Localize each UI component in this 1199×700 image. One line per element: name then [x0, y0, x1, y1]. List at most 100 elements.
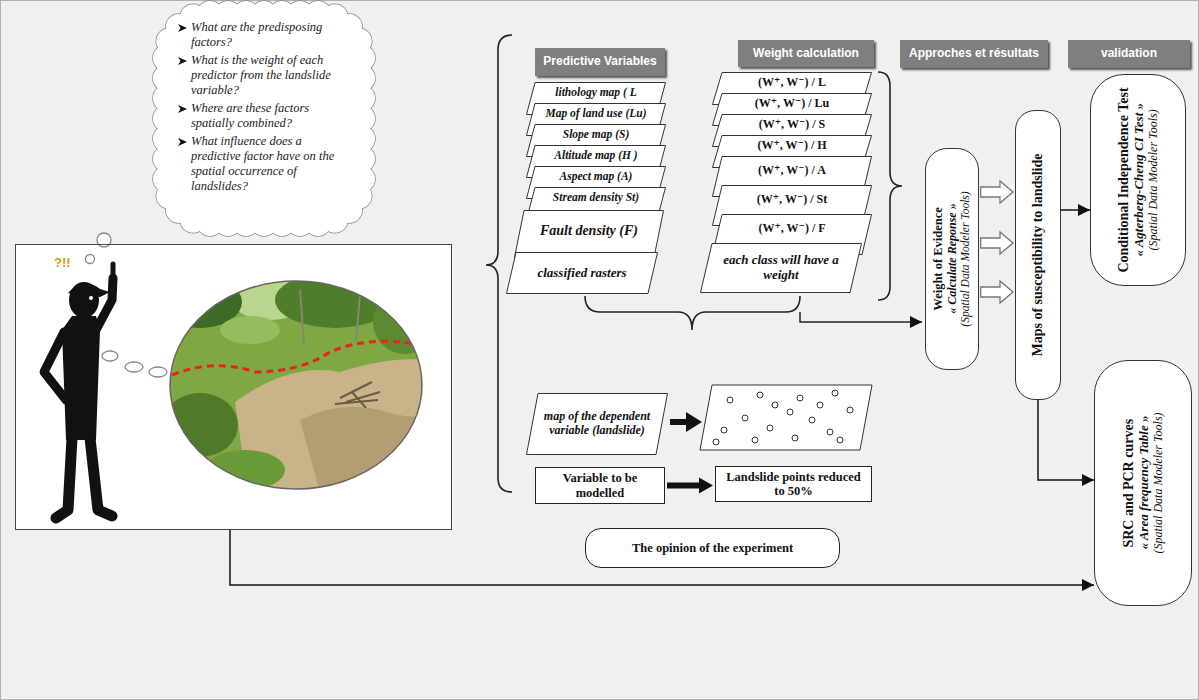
sheet-text-area: map of the dependent variable (landslide…: [526, 393, 668, 455]
sheet-text-area: (W⁺, W⁻) / A: [712, 156, 872, 185]
landslide-point-map-part: [713, 390, 853, 445]
landslide-point-map-part-part: [832, 390, 838, 396]
landslide-photo: [158, 272, 437, 492]
landslide-photo-part-part: [356, 295, 360, 340]
layer-sheet: classified rasters: [506, 252, 658, 294]
process-box: Weight of Evidence« Calculate Reponse »(…: [925, 148, 978, 370]
stick-figure: [44, 264, 113, 518]
landslide-photo-part: [170, 281, 422, 489]
sheet-text-area: (W⁺, W⁻) / Lu: [712, 93, 872, 114]
stick-figure-part: [96, 278, 113, 330]
landslide-point-map-part-part: [767, 425, 773, 431]
sheet-label: Fault density (F): [540, 223, 638, 239]
bracket-part: [585, 296, 800, 330]
sheet-label: Aspect map (A): [560, 170, 633, 183]
bullet-arrow: [178, 57, 187, 65]
sheet-outline: [515, 211, 664, 258]
landslide-photo-part-part: [205, 450, 285, 490]
sheet-text-area: Fault density (F): [514, 210, 664, 252]
landslide-point-map-part-part: [757, 392, 763, 398]
landslide-photo-part-part: [300, 290, 304, 345]
block-arrow: [670, 412, 702, 432]
landslide-point-map-part-part: [742, 415, 748, 421]
question-row: What influence does a predictive factor …: [178, 134, 352, 194]
sheet-label: (W⁺, W⁻) / A: [758, 164, 826, 178]
illustration-box: ?!!: [15, 244, 452, 530]
landslide-point-map: [700, 385, 872, 450]
sheet-label: Map of land use (Lu): [546, 107, 647, 120]
layer-sheet: Fault density (F): [514, 210, 664, 258]
vertical-text: Maps of susceptibility to landslide: [1030, 153, 1046, 356]
landslide-point-map-part-part: [797, 395, 803, 401]
box-label: (Spatial Data Modeler Tools): [959, 191, 972, 326]
box-label: « Calculate Reponse »: [946, 191, 960, 326]
box-label: « Area frequency Table »: [1137, 412, 1152, 553]
landslide-point-map-part-part: [721, 427, 727, 433]
stick-figure-part: [89, 296, 93, 300]
stick-figure-part: [111, 264, 116, 278]
sheet-label: (W⁺, W⁻) / L: [758, 76, 826, 90]
box-label: SRC and PCR curves: [1121, 412, 1137, 553]
thought-cloud: What are the predisposing factors?What i…: [152, 0, 376, 237]
block-arrow: [667, 478, 713, 494]
question-list: What are the predisposing factors?What i…: [178, 20, 352, 197]
landslide-point-map-part-part: [787, 409, 793, 415]
sheet-text-area: Map of land use (Lu): [526, 103, 666, 124]
bracket: [486, 35, 902, 492]
box-label: The opinion of the experiment: [632, 541, 793, 555]
box-label: (Spatial Data Modeler Tools): [1152, 412, 1166, 553]
vertical-text: Conditional Independence Test« Agterberg…: [1116, 87, 1161, 272]
landslide-photo-part-part: [300, 407, 428, 492]
landslide-point-map-part-part: [827, 429, 833, 435]
connector: [1038, 400, 1094, 480]
process-box: Variable to be modelled: [535, 467, 665, 504]
sheet-text-area: classified rasters: [506, 252, 658, 294]
landslide-photo-part-part: [220, 316, 280, 344]
vertical-text: Weight of Evidence« Calculate Reponse »(…: [931, 191, 972, 326]
exclamation-text: ?!!: [54, 256, 71, 269]
landslide-point-map-part-part: [837, 437, 843, 443]
question-text: What influence does a predictive factor …: [191, 134, 352, 194]
data-sheet: map of the dependent variable (landslide…: [526, 393, 668, 455]
sheet-text-area: Aspect map (A): [526, 166, 666, 187]
sheet-label: lithology map ( L: [555, 86, 636, 99]
sheet-label: classified rasters: [537, 266, 626, 281]
bullet-arrow: [178, 23, 188, 33]
sheet-text-area: (W⁺, W⁻) / F: [712, 214, 872, 243]
bullet-arrow: [178, 56, 188, 66]
landslide-point-map-part-part: [772, 402, 778, 408]
landslide-photo-part-part: [162, 393, 238, 457]
thought-bubbles-part: [86, 255, 95, 264]
sheet-text-area: lithology map ( L: [526, 82, 666, 103]
sheet-label: (W⁺, W⁻) / H: [757, 139, 826, 153]
leader-arrow: [800, 312, 922, 322]
hollow-arrow: [981, 181, 1013, 203]
box-label: Weight of Evidence: [931, 191, 945, 326]
sheet-text-area: Slope map (S): [526, 124, 666, 145]
box-label: (Spatial Data Modeler Tools): [1147, 87, 1161, 272]
bullet-arrow: [178, 24, 187, 32]
section-header: validation: [1068, 40, 1190, 68]
process-box: Maps of susceptibility to landslide: [1015, 110, 1061, 400]
process-box: SRC and PCR curves« Area frequency Table…: [1094, 360, 1192, 606]
sheet-label: each class will have a weight: [717, 253, 845, 283]
process-box: The opinion of the experiment: [585, 528, 840, 568]
question-text: What is the weight of each predictor fro…: [191, 53, 352, 98]
landslide-point-map-part-part: [792, 435, 798, 441]
sheet-label: (W⁺, W⁻) / S: [759, 118, 825, 132]
bracket-part: [486, 35, 512, 492]
stick-figure-part: [90, 438, 112, 516]
hollow-arrow: [981, 281, 1013, 303]
process-box: Conditional Independence Test« Agterberg…: [1090, 74, 1186, 286]
question-text: Where are these factors spatially combin…: [191, 101, 352, 131]
landslide-point-map-part-part: [727, 397, 733, 403]
sheet-text-area: Stream density St): [526, 187, 666, 208]
sheet-label: Stream density St): [553, 191, 639, 204]
landslide-point-map-part-part: [817, 402, 823, 408]
cloud-outline: [153, 1, 375, 236]
question-row: What are the predisposing factors?: [178, 20, 352, 50]
vertical-text: SRC and PCR curves« Area frequency Table…: [1121, 412, 1166, 553]
bullet-arrow: [178, 105, 187, 113]
